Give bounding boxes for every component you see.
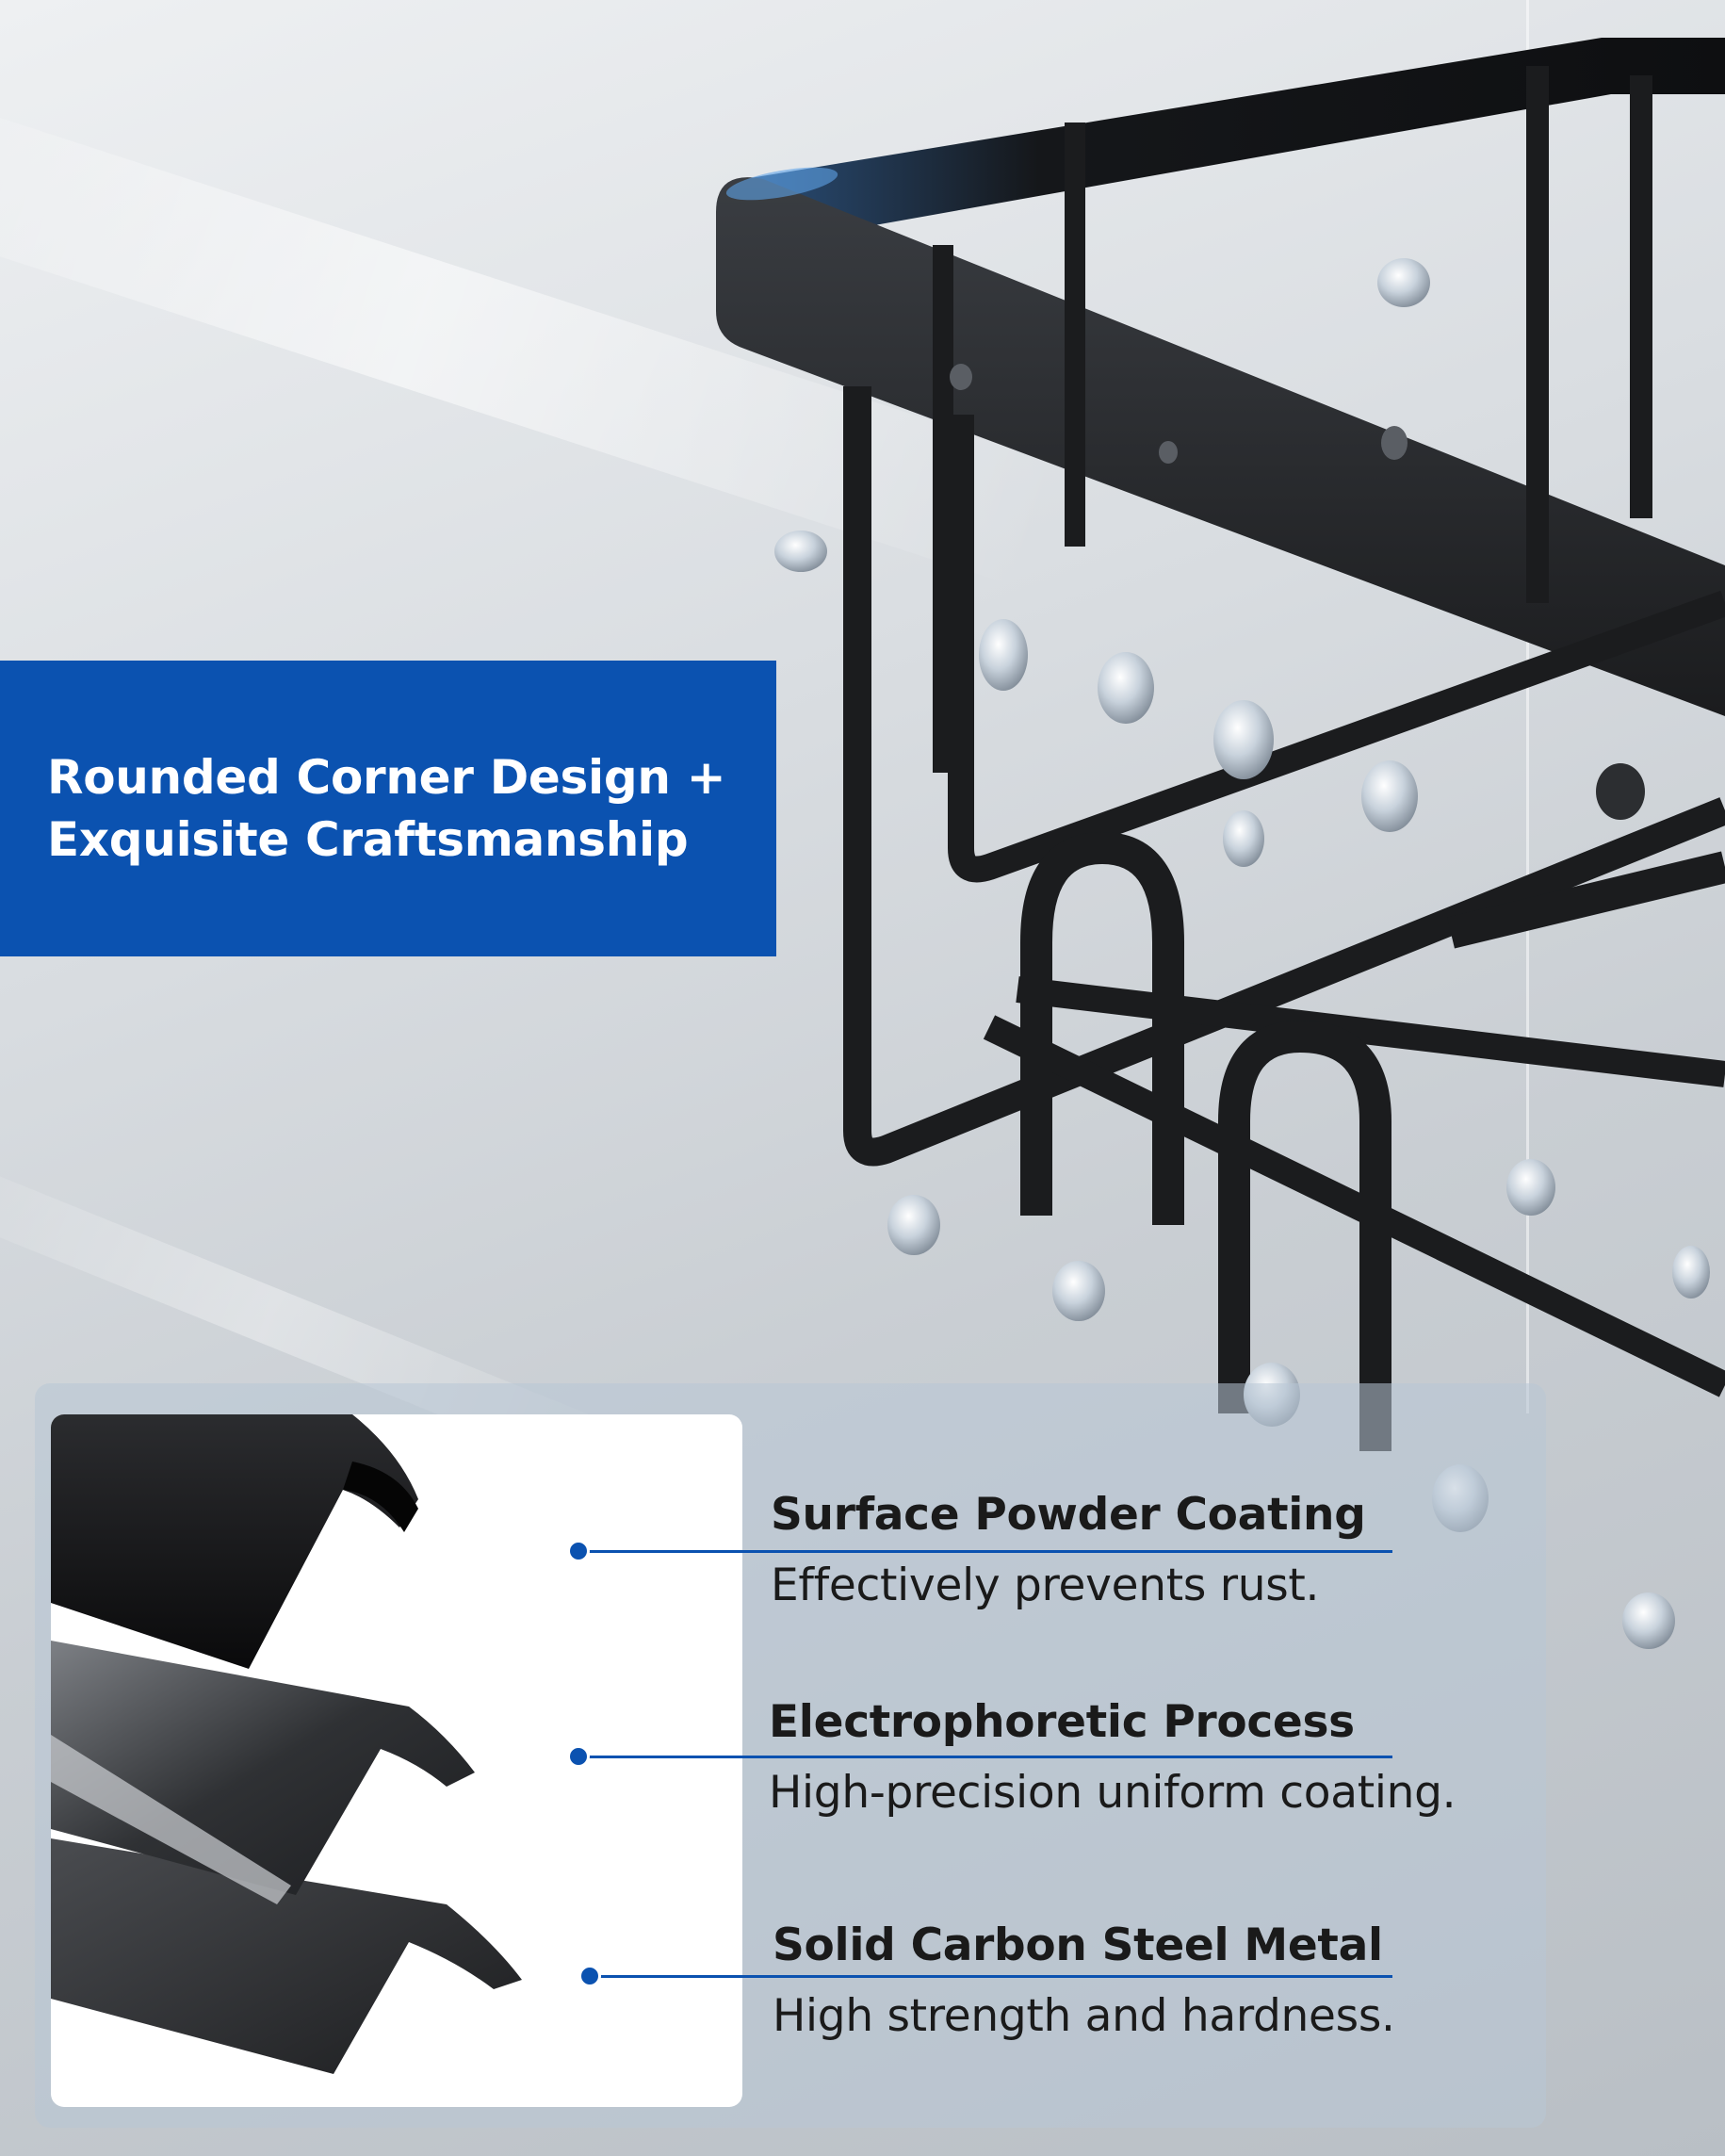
feature-dot bbox=[567, 1745, 590, 1768]
shower-basket-photo bbox=[716, 38, 1725, 1649]
feature-title-carbon-steel: Solid Carbon Steel Metal bbox=[773, 1919, 1383, 1971]
tile-joint bbox=[1526, 0, 1529, 1413]
feature-banner: Rounded Corner Design + Exquisite Crafts… bbox=[0, 661, 776, 956]
feature-title-powder-coating: Surface Powder Coating bbox=[771, 1489, 1366, 1541]
feature-connector-line bbox=[578, 1550, 1392, 1553]
feature-desc-powder-coating: Effectively prevents rust. bbox=[771, 1560, 1320, 1611]
feature-dot bbox=[567, 1540, 590, 1562]
coating-layers-illustration bbox=[51, 1414, 742, 2107]
feature-desc-electrophoretic: High-precision uniform coating. bbox=[769, 1767, 1456, 1819]
banner-title: Rounded Corner Design + Exquisite Crafts… bbox=[47, 750, 726, 867]
feature-dot bbox=[578, 1965, 601, 1987]
feature-title-electrophoretic: Electrophoretic Process bbox=[769, 1696, 1355, 1748]
feature-connector-line bbox=[590, 1975, 1392, 1978]
feature-connector-line bbox=[578, 1756, 1392, 1758]
feature-desc-carbon-steel: High strength and hardness. bbox=[773, 1990, 1395, 2042]
